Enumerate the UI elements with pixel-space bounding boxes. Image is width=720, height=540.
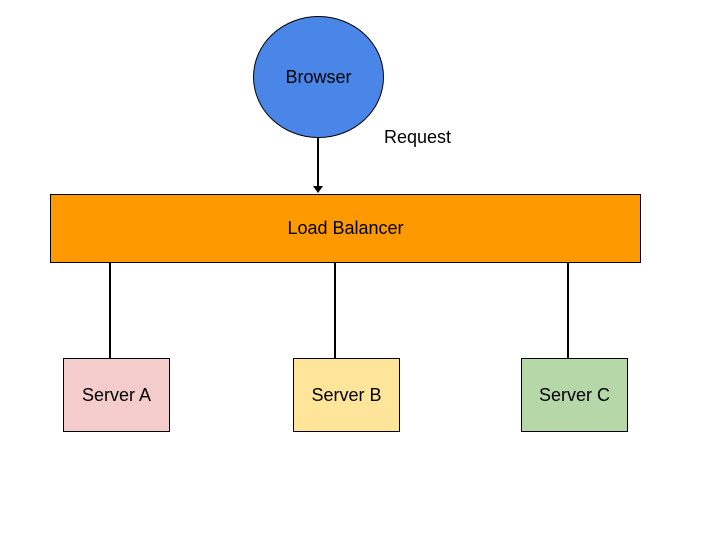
- edge-load-balancer-to-server-b: [334, 262, 336, 358]
- edge-label-request: Request: [384, 127, 452, 147]
- node-server-b: Server B: [293, 358, 400, 432]
- edge-browser-to-load-balancer: [317, 138, 319, 187]
- arrowhead-down-icon: [313, 186, 323, 193]
- node-load-balancer: Load Balancer: [50, 194, 641, 263]
- node-browser-label: Browser: [285, 66, 352, 87]
- node-browser: Browser: [253, 16, 384, 138]
- node-server-c-label: Server C: [538, 384, 610, 405]
- edge-load-balancer-to-server-a: [109, 262, 111, 358]
- node-server-b-label: Server B: [311, 384, 382, 405]
- node-server-a-label: Server A: [81, 384, 152, 405]
- edge-load-balancer-to-server-c: [567, 262, 569, 358]
- node-server-a: Server A: [63, 358, 170, 432]
- node-server-c: Server C: [521, 358, 628, 432]
- node-load-balancer-label: Load Balancer: [287, 218, 404, 239]
